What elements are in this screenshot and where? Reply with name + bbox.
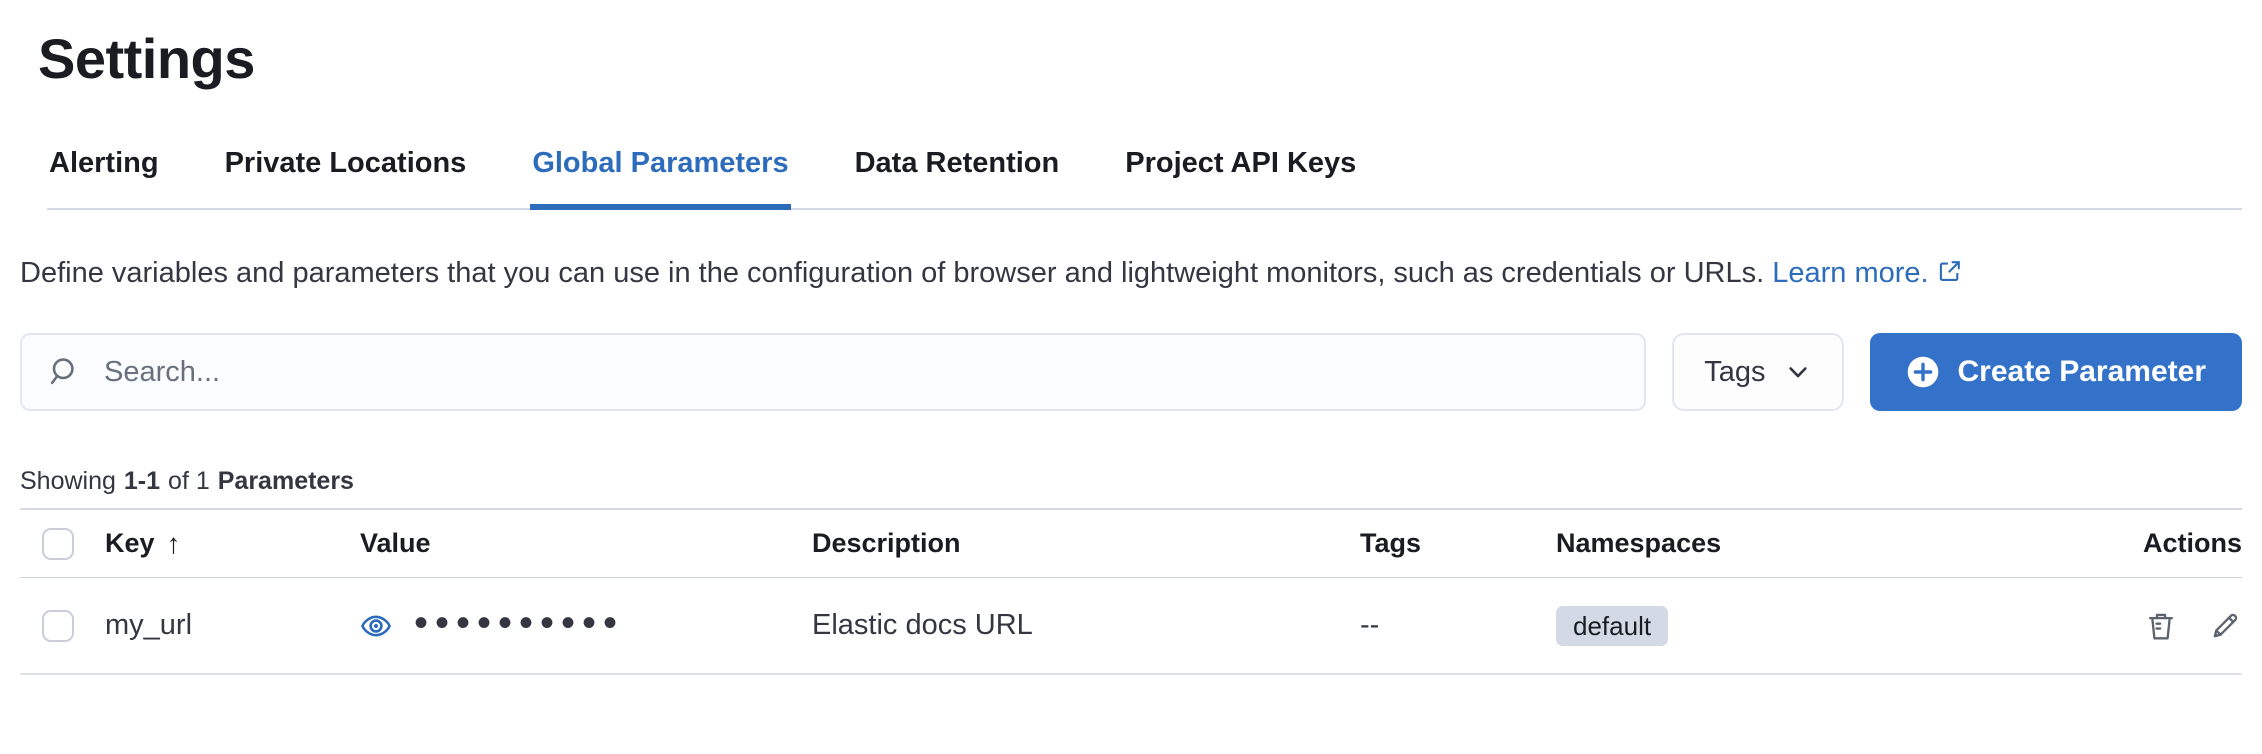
delete-icon[interactable] <box>2144 609 2178 643</box>
row-key-cell: my_url <box>85 609 340 642</box>
header-key-label: Key <box>105 528 155 558</box>
plus-in-circle-icon <box>1906 355 1940 389</box>
namespace-badge: default <box>1556 605 1669 646</box>
parameters-toolbar: Tags Create Parameter <box>20 333 2242 411</box>
header-key[interactable]: Key ↑ <box>85 528 340 560</box>
tab-private-locations[interactable]: Private Locations <box>224 147 467 179</box>
header-namespaces-label: Namespaces <box>1556 528 1722 558</box>
page-description: Define variables and parameters that you… <box>20 250 2200 297</box>
select-all-checkbox[interactable] <box>42 527 74 560</box>
header-description-label: Description <box>812 528 961 558</box>
results-summary: Showing 1-1 of 1 Parameters <box>20 467 2242 496</box>
eye-icon[interactable] <box>360 610 392 642</box>
create-parameter-button[interactable]: Create Parameter <box>1869 333 2242 411</box>
row-checkbox-cell <box>20 609 85 642</box>
description-text: Define variables and parameters that you… <box>20 257 1765 289</box>
create-parameter-label: Create Parameter <box>1957 355 2206 388</box>
parameter-key: my_url <box>105 609 193 641</box>
header-actions: Actions <box>2112 528 2242 559</box>
external-link-icon <box>1937 252 1963 281</box>
learn-more-link[interactable]: Learn more. <box>1772 257 1962 289</box>
masked-value: •••••••••• <box>414 601 625 645</box>
summary-middle: of 1 <box>168 467 210 495</box>
header-value-label: Value <box>360 528 431 558</box>
header-tags-label: Tags <box>1360 528 1422 558</box>
edit-icon[interactable] <box>2208 609 2242 643</box>
tags-filter-label: Tags <box>1704 355 1766 388</box>
tab-project-api-keys[interactable]: Project API Keys <box>1125 147 1357 179</box>
parameter-description: Elastic docs URL <box>812 609 1033 641</box>
row-namespaces-cell: default <box>1536 605 2112 646</box>
summary-prefix: Showing <box>20 467 116 495</box>
chevron-down-icon <box>1784 358 1812 386</box>
sort-ascending-icon: ↑ <box>166 527 181 559</box>
tags-filter-button[interactable]: Tags <box>1672 333 1844 411</box>
row-description-cell: Elastic docs URL <box>792 609 1340 642</box>
tab-alerting[interactable]: Alerting <box>49 147 159 179</box>
header-namespaces: Namespaces <box>1536 528 2112 559</box>
header-checkbox-cell <box>20 527 85 560</box>
settings-page: Settings Alerting Private Locations Glob… <box>0 26 2262 675</box>
tab-data-retention[interactable]: Data Retention <box>854 147 1060 179</box>
search-wrap <box>20 333 1647 411</box>
header-tags: Tags <box>1340 528 1536 559</box>
table-row: my_url •••••••••• Elastic docs URL -- <box>20 578 2242 675</box>
row-actions-cell <box>2112 609 2242 643</box>
row-checkbox[interactable] <box>42 609 74 642</box>
parameter-tags: -- <box>1360 609 1380 641</box>
header-description: Description <box>792 528 1340 559</box>
header-actions-label: Actions <box>2142 528 2242 558</box>
row-value-cell: •••••••••• <box>340 601 792 645</box>
settings-tabs: Alerting Private Locations Global Parame… <box>47 137 2242 210</box>
magnifier-icon <box>46 356 78 388</box>
summary-entity: Parameters <box>217 467 354 495</box>
row-tags-cell: -- <box>1340 609 1536 642</box>
parameters-table: Key ↑ Value Description Tags Namespaces … <box>20 508 2242 675</box>
table-header-row: Key ↑ Value Description Tags Namespaces … <box>20 508 2242 578</box>
tab-global-parameters[interactable]: Global Parameters <box>530 137 791 210</box>
search-input[interactable] <box>20 333 1647 411</box>
page-title: Settings <box>38 27 255 90</box>
learn-more-label: Learn more. <box>1772 257 1929 289</box>
summary-range: 1-1 <box>123 467 161 495</box>
header-value: Value <box>340 528 792 559</box>
